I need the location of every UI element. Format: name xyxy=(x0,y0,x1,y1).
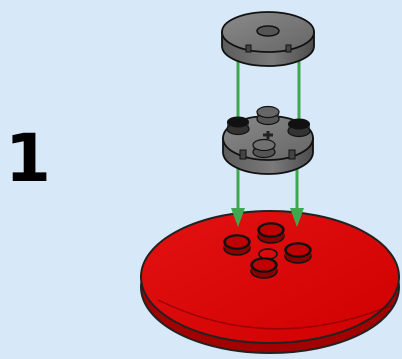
stud xyxy=(285,243,311,263)
stud xyxy=(258,223,284,243)
stud xyxy=(227,117,249,135)
stud xyxy=(224,235,250,255)
stud xyxy=(251,258,277,278)
stud xyxy=(253,140,275,158)
stud xyxy=(257,107,279,125)
stud xyxy=(288,119,310,137)
gray-round-tile xyxy=(222,12,314,66)
